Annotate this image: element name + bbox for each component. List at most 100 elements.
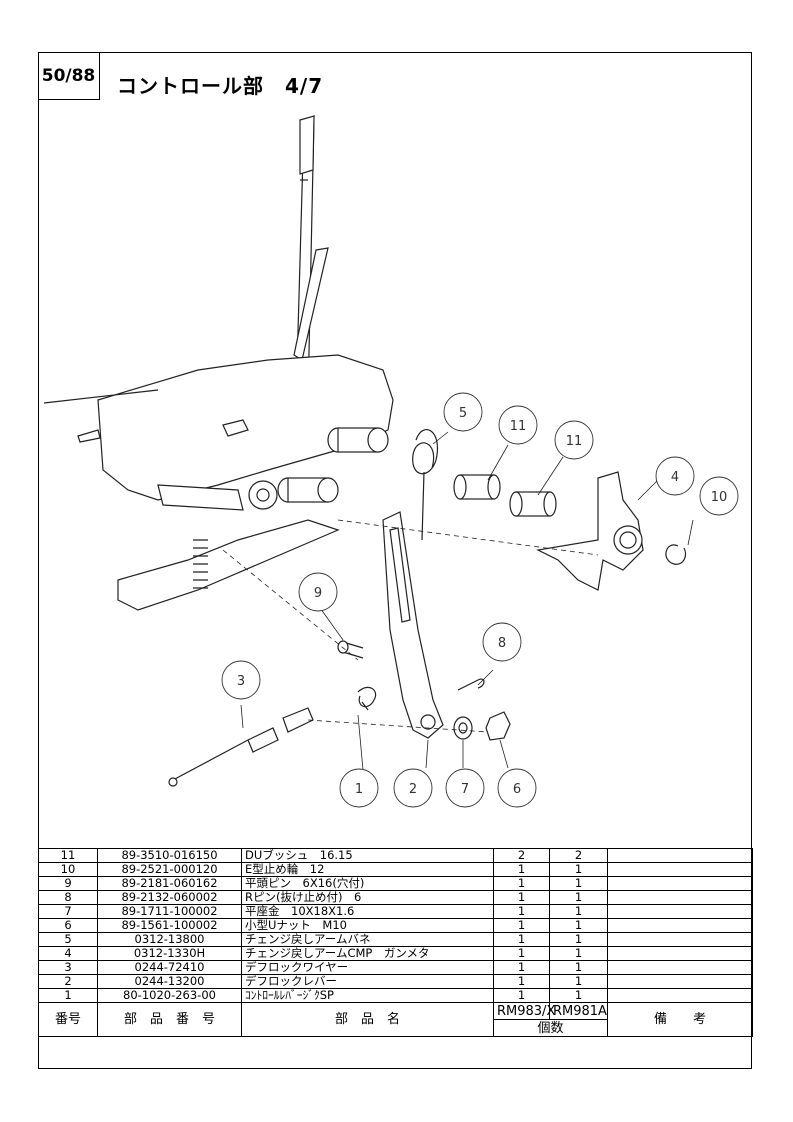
- row-part-name: DUブッシュ 16.15: [241, 848, 494, 863]
- row-note: [607, 974, 753, 989]
- header-notes: 備 考: [607, 1002, 753, 1037]
- row-qty-model-a: 1: [549, 862, 608, 877]
- row-qty-model-a: 1: [549, 904, 608, 919]
- row-qty-model-a: 1: [549, 988, 608, 1003]
- callout-11b: 11: [566, 434, 583, 449]
- part-4-arm: [536, 471, 644, 591]
- row-qty-model-a: 1: [549, 946, 608, 961]
- row-qty-model-a: 1: [549, 918, 608, 933]
- row-number: 4: [38, 946, 98, 961]
- part-3-wire: [172, 707, 314, 781]
- callout-4: 4: [671, 470, 679, 485]
- row-qty-model-x: 1: [493, 890, 550, 905]
- row-part-number: 89-2132-060002: [97, 890, 242, 905]
- row-part-name: E型止め輪 12: [241, 862, 494, 877]
- row-note: [607, 904, 753, 919]
- row-qty-model-x: 1: [493, 946, 550, 961]
- row-number: 10: [38, 862, 98, 877]
- row-qty-model-x: 1: [493, 932, 550, 947]
- row-part-number: 0244-72410: [97, 960, 242, 975]
- row-qty-model-x: 1: [493, 876, 550, 891]
- row-part-name: 平頭ピン 6X16(穴付): [241, 876, 494, 891]
- header-part-name: 部 品 名: [241, 1002, 494, 1037]
- part-1-spring: [357, 686, 377, 711]
- row-qty-model-x: 1: [493, 918, 550, 933]
- row-note: [607, 876, 753, 891]
- row-qty-model-x: 2: [493, 848, 550, 863]
- row-note: [607, 862, 753, 877]
- lever-grip: [299, 115, 315, 175]
- row-note: [607, 946, 753, 961]
- row-qty-model-x: 1: [493, 974, 550, 989]
- row-number: 5: [38, 932, 98, 947]
- row-qty-model-a: 1: [549, 876, 608, 891]
- row-number: 7: [38, 904, 98, 919]
- callout-9: 9: [314, 586, 322, 601]
- part-7-washer: [453, 716, 473, 740]
- row-note: [607, 918, 753, 933]
- row-note: [607, 848, 753, 863]
- row-qty-model-a: 1: [549, 974, 608, 989]
- header-model-a: RM981A: [549, 1002, 608, 1020]
- callout-8: 8: [498, 636, 506, 651]
- header-model-x: RM983/X: [493, 1002, 555, 1020]
- part-2-lever: [382, 511, 444, 739]
- row-note: [607, 932, 753, 947]
- row-part-name: チェンジ戻しアームCMP ガンメタ: [241, 946, 494, 961]
- part-10-clip: [665, 544, 687, 565]
- row-qty-model-a: 1: [549, 890, 608, 905]
- row-part-number: 0312-1330H: [97, 946, 242, 961]
- callout-7: 7: [461, 782, 469, 797]
- row-qty-model-a: 1: [549, 932, 608, 947]
- row-part-name: チェンジ戻しアームバネ: [241, 932, 494, 947]
- callout-11a: 11: [510, 419, 527, 434]
- header-quantity: 個数: [493, 1019, 608, 1037]
- row-part-name: ｺﾝﾄﾛｰﾙﾚﾊﾞｰｼﾞｸSP: [241, 988, 494, 1003]
- row-part-number: 89-2521-000120: [97, 862, 242, 877]
- part-5-spring: [412, 429, 438, 541]
- row-part-number: 0312-13800: [97, 932, 242, 947]
- exploded-parts-diagram: 5 11 11 4 10 9 8 3 1 2 7 6: [43, 115, 739, 808]
- row-number: 6: [38, 918, 98, 933]
- row-part-name: デフロックレバー: [241, 974, 494, 989]
- row-part-name: デフロックワイヤー: [241, 960, 494, 975]
- row-part-number: 89-1711-100002: [97, 904, 242, 919]
- row-number: 1: [38, 988, 98, 1003]
- row-note: [607, 988, 753, 1003]
- page-number: 50/88: [38, 52, 100, 100]
- row-part-name: 平座金 10X18X1.6: [241, 904, 494, 919]
- row-part-number: 89-2181-060162: [97, 876, 242, 891]
- row-qty-model-a: 2: [549, 848, 608, 863]
- row-part-number: 80-1020-263-00: [97, 988, 242, 1003]
- row-note: [607, 960, 753, 975]
- table-header-subrow: 個数: [39, 1019, 753, 1037]
- row-part-number: 89-3510-016150: [97, 848, 242, 863]
- row-number: 8: [38, 890, 98, 905]
- header-part-number: 部 品 番 号: [97, 1002, 242, 1037]
- row-qty-model-a: 1: [549, 960, 608, 975]
- base-bracket: [117, 519, 340, 611]
- row-part-name: 小型Uナット M10: [241, 918, 494, 933]
- callout-10: 10: [711, 490, 728, 505]
- part-6-nut: [485, 711, 511, 741]
- row-qty-model-x: 1: [493, 960, 550, 975]
- callout-5: 5: [459, 406, 467, 421]
- table-header-row: 番号 部 品 番 号 部 品 名 RM983/X RM981A 備 考: [38, 1002, 753, 1037]
- callout-1: 1: [355, 782, 363, 797]
- row-qty-model-x: 1: [493, 862, 550, 877]
- part-8-rpin: [457, 678, 485, 691]
- page-title: コントロール部 4/7: [117, 74, 324, 98]
- callout-6: 6: [513, 782, 521, 797]
